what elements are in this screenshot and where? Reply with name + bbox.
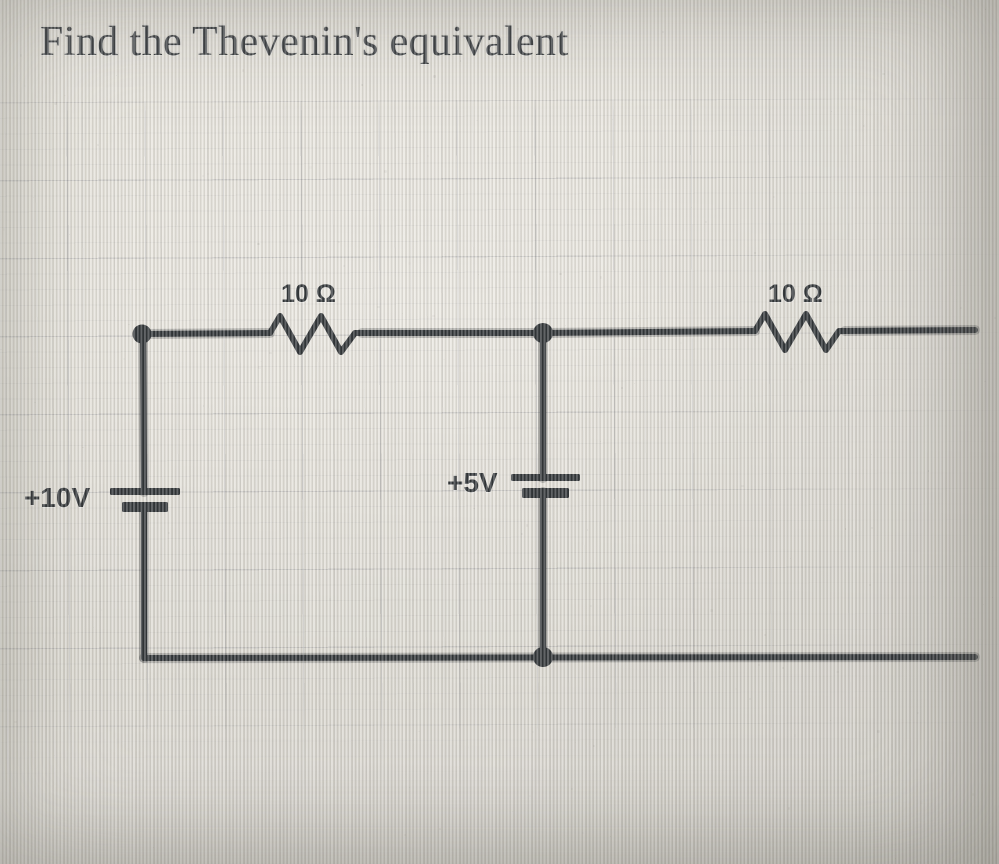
wire-top-left-to-r1 [139, 330, 273, 337]
node-top-left [132, 324, 152, 344]
source-10v-negative-plate [122, 502, 168, 512]
wire-r2-to-output-terminal [842, 327, 978, 334]
wire-mid-node-to-r2 [540, 328, 758, 336]
wire-left-top-to-source10v [140, 331, 147, 495]
resistor-r2-symbol [752, 311, 848, 353]
page-title: Find the Thevenin's equivalent [40, 19, 569, 65]
resistor-r1-label: 10 Ω [281, 280, 336, 308]
resistor-r2-label: 10 Ω [768, 280, 823, 308]
source-10v-positive-plate [110, 488, 180, 495]
node-bottom-mid [533, 647, 553, 667]
node-top-mid [533, 323, 553, 343]
source-5v-negative-plate [522, 488, 569, 498]
resistor-r1-symbol [267, 313, 365, 355]
source-5v-label: +5V [447, 467, 498, 498]
source-10v-label: +10V [24, 482, 91, 513]
wire-bottom-rail [141, 654, 978, 661]
source-5v-positive-plate [511, 474, 580, 481]
